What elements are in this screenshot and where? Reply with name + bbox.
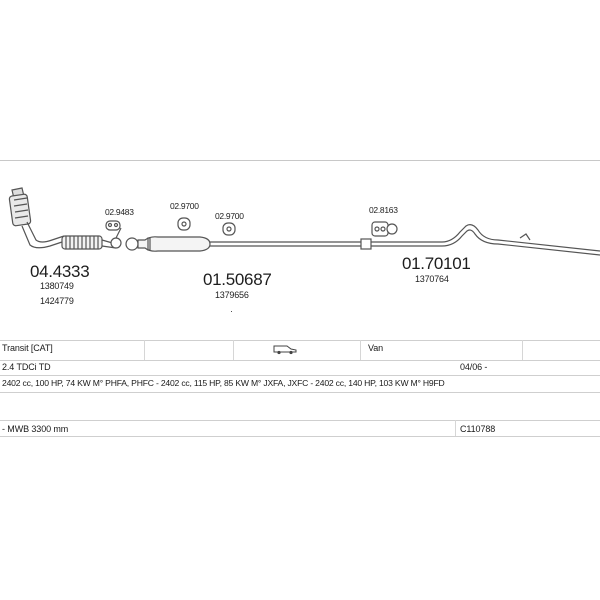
col-divider-4 bbox=[522, 340, 523, 360]
rear-pipe bbox=[360, 224, 600, 256]
date-range-cell: 04/06 - bbox=[460, 362, 488, 372]
catalyst-oe-1: 1380749 bbox=[40, 281, 74, 291]
flex-pipe bbox=[61, 235, 117, 250]
catalyst-converter bbox=[8, 187, 65, 249]
engine-details-cell: 2402 cc, 100 HP, 74 KW M° PHFA, PHFC - 2… bbox=[2, 378, 445, 388]
body-type-cell: Van bbox=[368, 343, 384, 353]
table-top-rule bbox=[0, 340, 600, 341]
van-icon bbox=[273, 345, 297, 355]
kit-code-cell: C110788 bbox=[460, 424, 496, 434]
model-cell: Transit [CAT] bbox=[2, 343, 53, 353]
table-bottom-rule bbox=[0, 436, 600, 437]
tail-hanger-icon bbox=[519, 233, 531, 241]
engine-cell: 2.4 TDCi TD bbox=[2, 362, 51, 372]
mid-silencer bbox=[125, 236, 360, 252]
hanger-1-label: 02.9700 bbox=[170, 201, 199, 211]
clamp-icon bbox=[110, 237, 122, 249]
catalyst-oe-2: 1424779 bbox=[40, 296, 74, 306]
wheelbase-cell: - MWB 3300 mm bbox=[2, 424, 69, 434]
col-divider-5 bbox=[455, 420, 456, 436]
hanger-2-icon bbox=[177, 217, 191, 231]
rear-silencer-oe: 1370764 bbox=[415, 274, 449, 284]
col-divider-2 bbox=[233, 340, 234, 360]
exhaust-diagram bbox=[8, 187, 600, 256]
mid-silencer-part-number: 01.50687 bbox=[203, 270, 272, 289]
top-divider bbox=[0, 160, 600, 161]
hanger-1-icon bbox=[105, 220, 121, 231]
hanger-3-icon bbox=[222, 222, 236, 236]
hanger-4-icon bbox=[371, 221, 398, 237]
hanger-2-label: 02.9700 bbox=[215, 211, 244, 221]
col-divider-1 bbox=[144, 340, 145, 360]
mid-marker: · bbox=[230, 306, 233, 316]
table-rule-2 bbox=[0, 360, 600, 361]
hanger-3-label: 02.8163 bbox=[369, 205, 398, 215]
table-rule-4 bbox=[0, 392, 600, 393]
catalyst-part-number: 04.4333 bbox=[30, 262, 90, 281]
rear-silencer-part-number: 01.70101 bbox=[402, 254, 471, 273]
clamp-1-label: 02.9483 bbox=[105, 207, 134, 217]
table-rule-3 bbox=[0, 375, 600, 376]
col-divider-3 bbox=[360, 340, 361, 360]
table-rule-5 bbox=[0, 420, 600, 421]
mid-silencer-oe: 1379656 bbox=[215, 290, 249, 300]
